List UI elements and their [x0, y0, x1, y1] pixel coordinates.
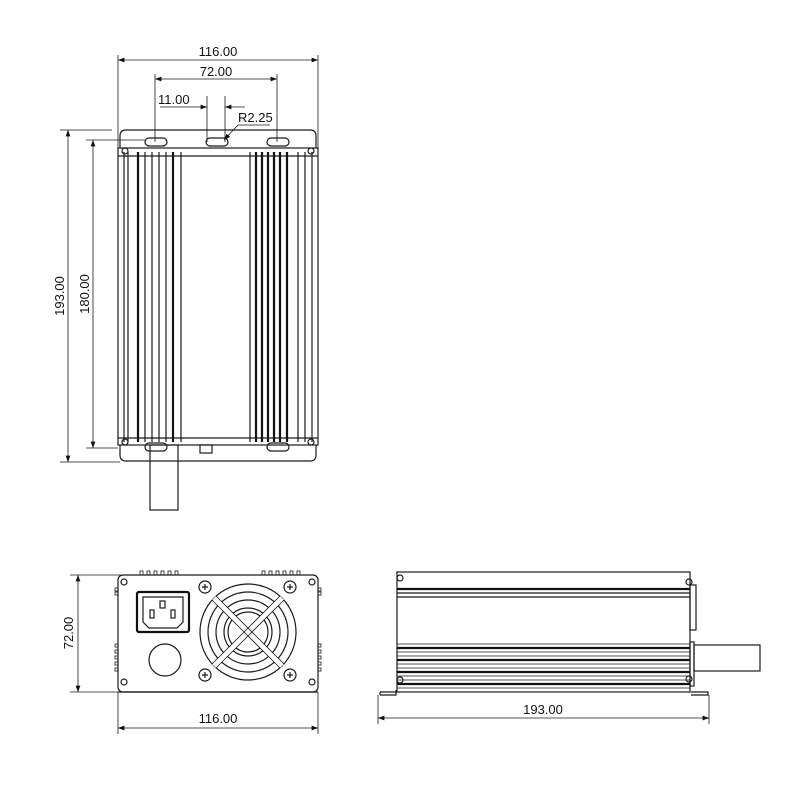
vent-bump — [114, 649, 119, 654]
power-inlet — [135, 590, 191, 634]
vent-bump — [268, 570, 273, 576]
top-view-body — [117, 147, 319, 446]
dim-slot-offset: 11.00 — [158, 92, 190, 107]
vent-bump — [282, 570, 287, 576]
vent-bump — [296, 570, 301, 576]
vent-bump — [317, 661, 322, 666]
vent-bump — [275, 570, 280, 576]
side-cable — [693, 644, 761, 672]
fan-guard — [199, 583, 297, 681]
screw-icon — [283, 668, 297, 682]
side-fins — [397, 643, 690, 689]
vent-bump — [317, 591, 322, 596]
front-view: 72.00 116.00 — [61, 570, 322, 734]
vent-bump — [160, 570, 165, 576]
dim-top-width: 116.00 — [199, 44, 238, 59]
screw-icon — [198, 668, 212, 682]
dim-side-length: 193.00 — [523, 702, 563, 717]
vent-bump — [317, 667, 322, 672]
vent-bump — [114, 655, 119, 660]
vent-bump — [317, 649, 322, 654]
cable — [149, 444, 179, 511]
mounting-slots — [144, 137, 290, 452]
screw-icon — [283, 580, 297, 594]
power-switch — [148, 643, 182, 677]
top-view: 116.00 72.00 11.00 R2.25 193.00 180.00 — [52, 44, 319, 511]
vent-bump — [114, 661, 119, 666]
dim-body-length: 180.00 — [77, 274, 92, 314]
side-switch-housing — [689, 584, 697, 631]
vent-bump — [289, 570, 294, 576]
vent-bump — [261, 570, 266, 576]
side-body — [396, 571, 691, 693]
bottom-mounting-tab — [119, 445, 317, 462]
vent-bump — [317, 587, 322, 592]
vent-bump — [317, 643, 322, 648]
side-view: 193.00 — [377, 571, 761, 724]
vent-bump — [114, 667, 119, 672]
dim-slot-radius: R2.25 — [238, 110, 273, 125]
right-fins — [249, 152, 313, 442]
vent-bump — [114, 643, 119, 648]
vent-bump — [153, 570, 158, 576]
vent-bump — [167, 570, 172, 576]
screw-icon — [198, 580, 212, 594]
vent-bump — [174, 570, 179, 576]
vent-bump — [114, 587, 119, 592]
dim-slot-spacing: 72.00 — [200, 64, 233, 79]
vent-bump — [114, 591, 119, 596]
vent-bump — [317, 655, 322, 660]
dim-top-length: 193.00 — [52, 276, 67, 316]
top-mounting-tab — [119, 129, 317, 148]
fan-screws — [198, 580, 297, 682]
left-fins — [123, 152, 182, 442]
dim-front-height: 72.00 — [61, 617, 76, 650]
dim-front-width: 116.00 — [199, 711, 238, 726]
